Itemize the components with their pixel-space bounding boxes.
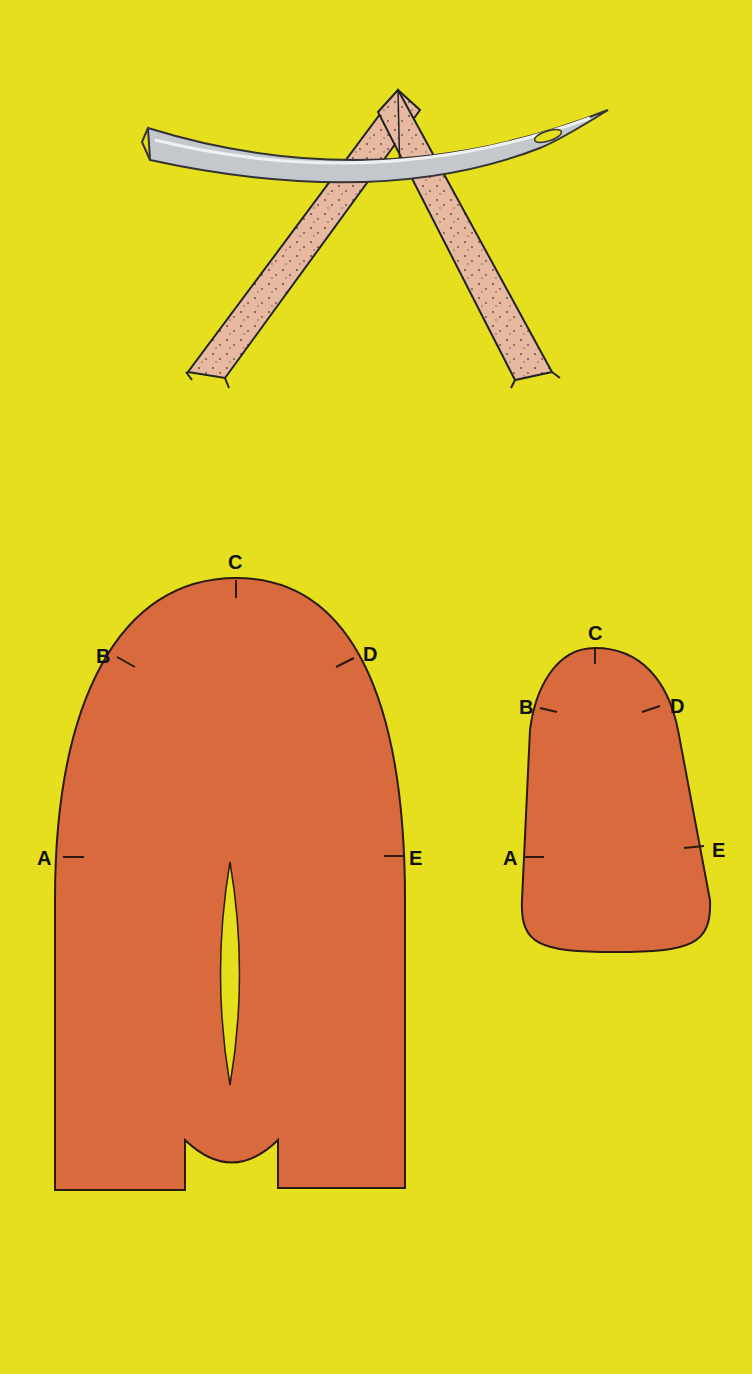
point-label: A xyxy=(503,848,517,868)
point-label: E xyxy=(409,848,422,868)
curved-needle xyxy=(142,110,608,182)
point-label: D xyxy=(670,696,684,716)
point-label: C xyxy=(228,552,242,572)
large-flap xyxy=(55,578,405,1190)
point-label: E xyxy=(712,840,725,860)
small-flap xyxy=(522,648,710,952)
point-label: B xyxy=(519,697,533,717)
point-label: A xyxy=(37,848,51,868)
point-label: B xyxy=(96,646,110,666)
tissue-strips xyxy=(186,90,560,388)
point-label: D xyxy=(363,644,377,664)
point-label: C xyxy=(588,623,602,643)
